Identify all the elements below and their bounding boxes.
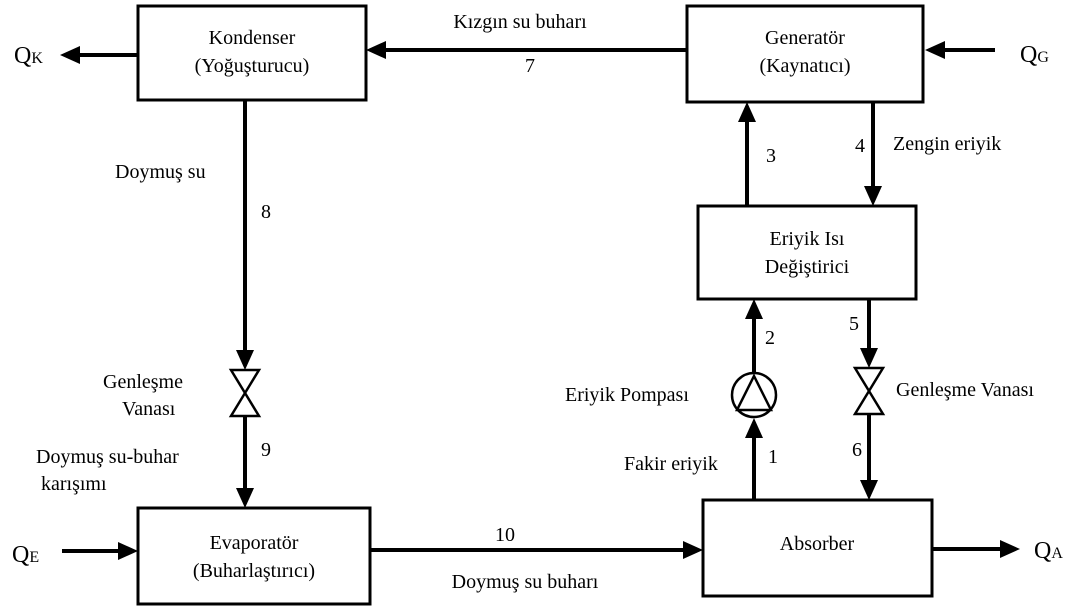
evaporator-title: Evaporatör	[210, 532, 299, 554]
genlesme-label-left-2: Vanası	[122, 398, 176, 420]
q-a-arrow	[932, 540, 1020, 558]
heat-exchanger-title: Eriyik Isı	[770, 228, 845, 250]
generator-box: Generatör (Kaynatıcı)	[685, 4, 925, 104]
stream-1-line	[745, 418, 763, 500]
q-a-label: QA	[1034, 538, 1063, 564]
left-expansion-valve-icon	[228, 368, 262, 418]
stream-number-2: 2	[765, 327, 775, 349]
stream-2-line	[745, 299, 763, 373]
stream-7-arrow	[366, 41, 687, 59]
stream-9-line	[236, 416, 254, 508]
stream-3-line	[738, 102, 756, 206]
q-g-label: QG	[1020, 42, 1049, 68]
stream-4-line	[864, 102, 882, 206]
kondenser-subtitle: (Yoğuşturucu)	[195, 55, 310, 77]
stream-number-3: 3	[766, 145, 776, 167]
q-k-arrow	[60, 46, 138, 64]
kondenser-title: Kondenser	[209, 27, 296, 49]
stream-number-9: 9	[261, 439, 271, 461]
evaporator-box: Evaporatör (Buharlaştırıcı)	[136, 506, 372, 606]
genlesme-vanasi-right-label: Genleşme Vanası	[896, 379, 1034, 401]
generator-title: Generatör	[765, 27, 845, 49]
zengin-eriyik-label: Zengin eriyik	[893, 133, 1001, 155]
stream-8-line	[236, 100, 254, 370]
doymus-su-label: Doymuş su	[115, 161, 206, 183]
stream-10-arrow	[370, 541, 703, 559]
stream-6-line	[860, 414, 878, 500]
heat-exchanger-box: Eriyik Isı Değiştirici	[696, 204, 918, 301]
stream-number-10: 10	[495, 524, 515, 546]
stream-number-5: 5	[849, 313, 859, 335]
stream-number-1: 1	[768, 446, 778, 468]
q-g-arrow	[925, 41, 995, 59]
eriyik-pompasi-label: Eriyik Pompası	[565, 384, 689, 406]
right-expansion-valve-icon	[852, 366, 886, 416]
kondenser-box: Kondenser (Yoğuşturucu)	[136, 4, 368, 102]
stream-5-line	[860, 299, 878, 368]
absorber-title: Absorber	[780, 533, 855, 555]
generator-subtitle: (Kaynatıcı)	[759, 55, 850, 77]
stream-number-7: 7	[525, 55, 535, 77]
evaporator-subtitle: (Buharlaştırıcı)	[193, 560, 315, 582]
karisim-label-1: Doymuş su-buhar	[36, 446, 179, 468]
karisim-label-2: karışımı	[41, 473, 107, 495]
pump-icon	[730, 371, 778, 419]
absorber-box: Absorber	[701, 498, 934, 598]
genlesme-label-left-1: Genleşme	[103, 371, 183, 393]
q-e-arrow	[62, 542, 138, 560]
stream-number-4: 4	[855, 135, 865, 157]
stream-number-6: 6	[852, 439, 862, 461]
q-k-label: QK	[14, 43, 43, 69]
fakir-eriyik-label: Fakir eriyik	[624, 453, 718, 475]
q-e-label: QE	[12, 542, 39, 568]
kizgin-su-buhari-label: Kızgın su buharı	[453, 11, 587, 33]
doymus-su-buhari-label: Doymuş su buharı	[452, 571, 599, 593]
stream-number-8: 8	[261, 201, 271, 223]
heat-exchanger-subtitle: Değiştirici	[765, 256, 850, 278]
